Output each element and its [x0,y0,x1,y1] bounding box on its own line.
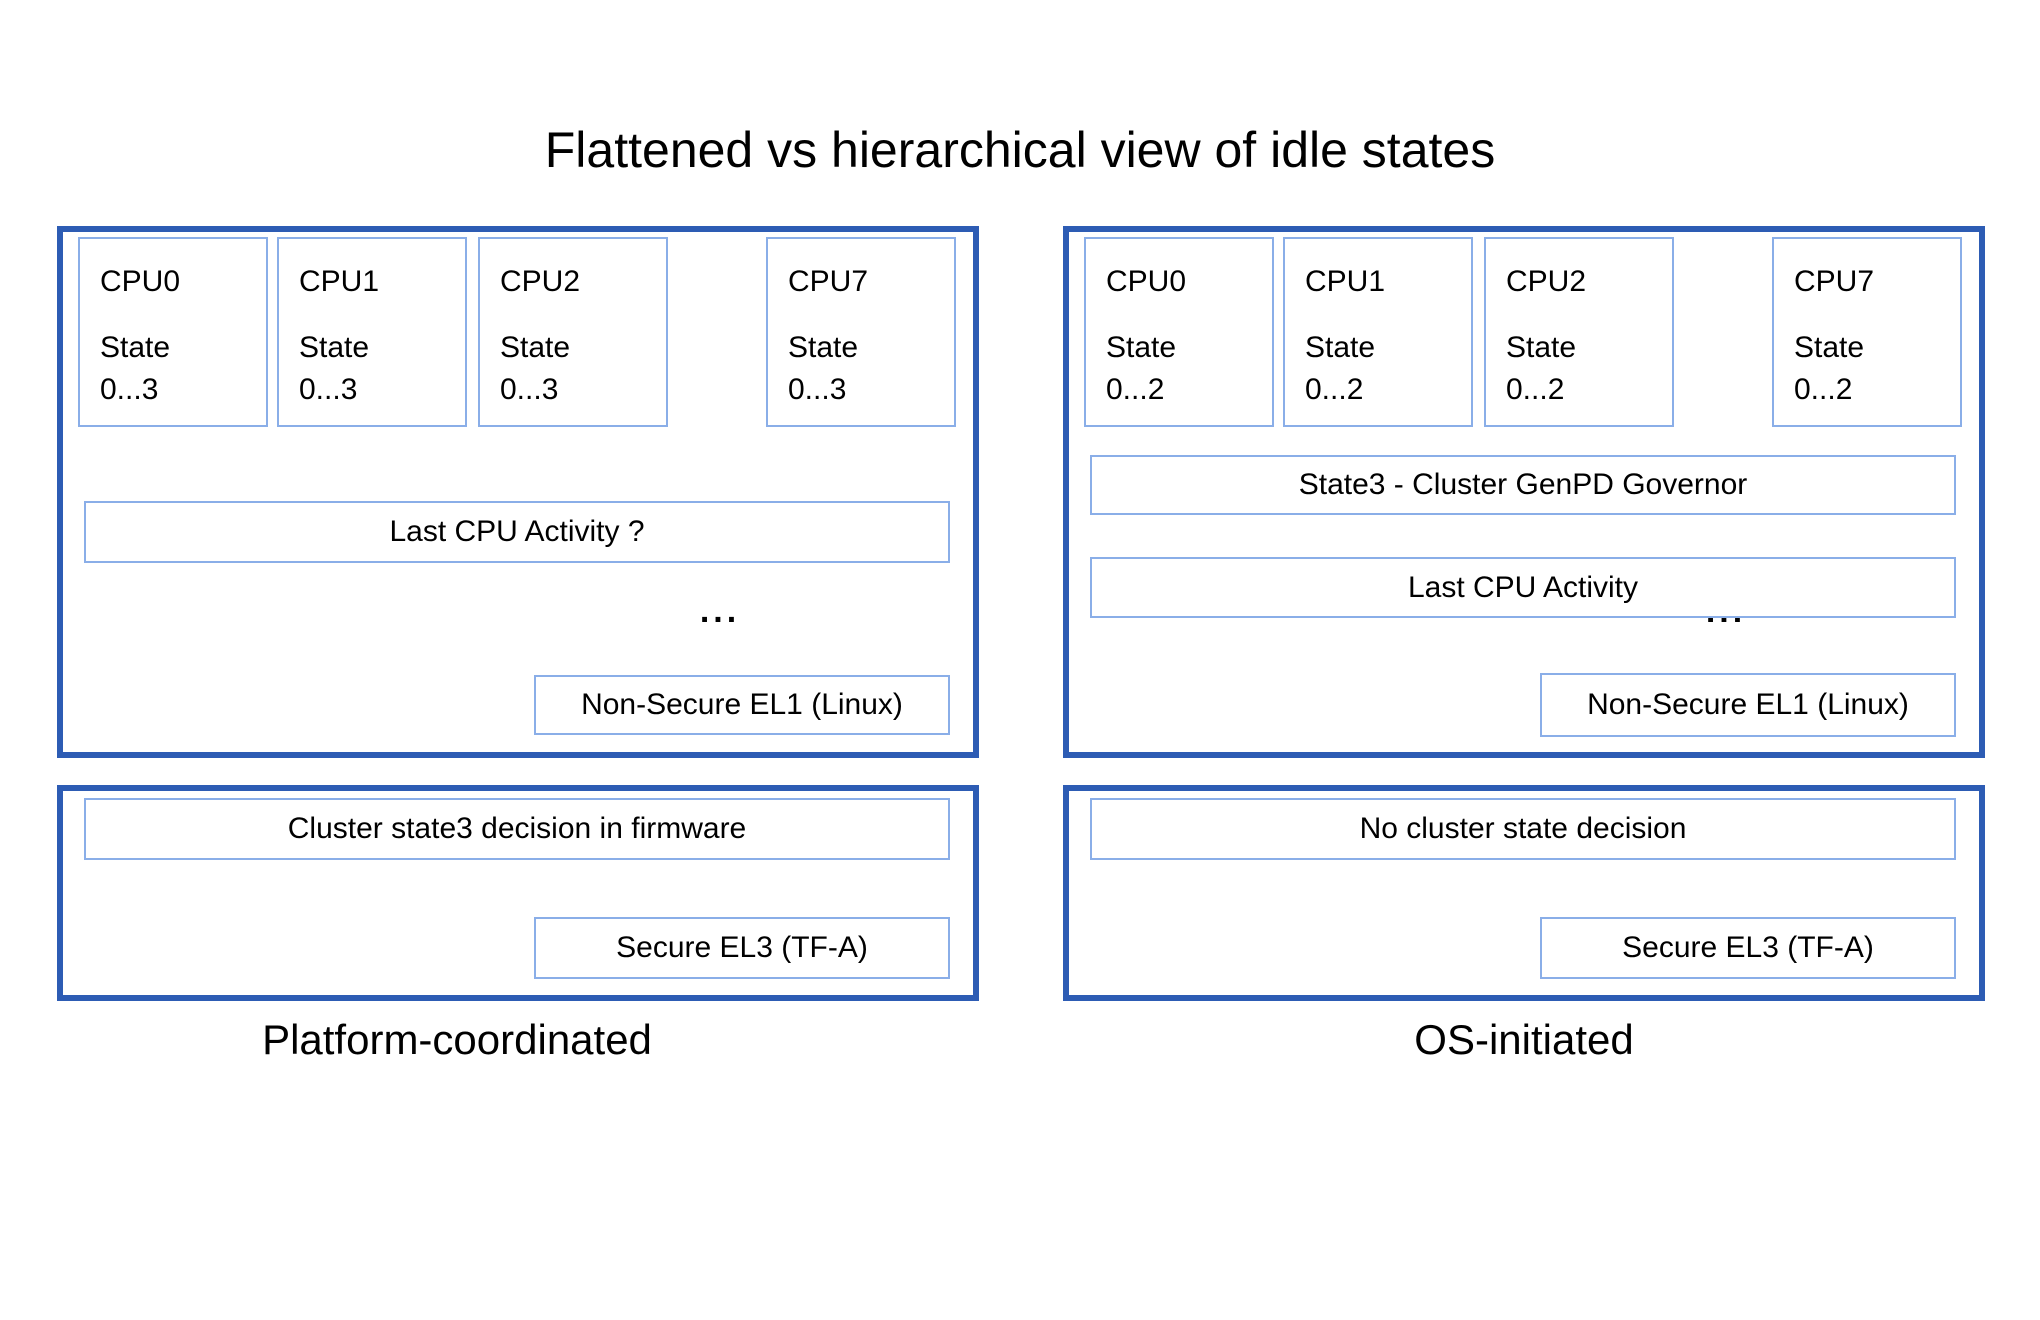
cpu-state: State 0...2 [1305,327,1465,411]
cpu-state-line1: State [1794,331,1865,364]
panel-label-os-initiated: OS-initiated [1414,1016,1634,1063]
cpu-state-line2: 0...2 [1794,373,1853,406]
os-initiated-nonsecure-container: CPU0 State 0...2 CPU1 State 0...2 CPU2 S… [1063,226,1985,758]
cpu-state: State 0...3 [100,327,260,411]
cpu-name: CPU7 [1794,265,1875,298]
platform-coordinated-secure-container: Cluster state3 decision in firmware Secu… [57,785,979,1001]
os-initiated-secure-container: No cluster state decision Secure EL3 (TF… [1063,785,1985,1001]
cpu-state-line1: State [500,331,571,364]
cpu-state-line1: State [299,331,370,364]
cpu-name: CPU1 [299,265,380,298]
osi-cpu7-box: CPU7 State 0...2 [1772,237,1962,427]
cpu-ellipsis: ... [699,592,741,630]
cluster-genpd-governor-box: State3 - Cluster GenPD Governor [1090,455,1956,515]
cpu-name: CPU7 [788,265,869,298]
cpu-name: CPU2 [1506,265,1587,298]
cpu-state: State 0...2 [1794,327,1954,411]
cpu-name: CPU0 [1106,265,1187,298]
cpu-state: State 0...2 [1506,327,1666,411]
cpu-name: CPU0 [100,265,181,298]
cpu-state-line2: 0...3 [788,373,847,406]
cpu-state-line1: State [1305,331,1376,364]
cpu-name: CPU2 [500,265,581,298]
osi-cpu1-box: CPU1 State 0...2 [1283,237,1473,427]
cpu-state-line1: State [1106,331,1177,364]
cpu-state: State 0...3 [500,327,660,411]
cluster-decision-box: Cluster state3 decision in firmware [84,798,950,860]
cpu-state-line2: 0...2 [1305,373,1364,406]
platform-coordinated-nonsecure-container: CPU0 State 0...3 CPU1 State 0...3 CPU2 S… [57,226,979,758]
last-cpu-activity-box: Last CPU Activity ? [84,501,950,563]
pc-cpu1-box: CPU1 State 0...3 [277,237,467,427]
cpu-name: CPU1 [1305,265,1386,298]
cpu-state-line2: 0...2 [1106,373,1165,406]
last-cpu-activity-box: Last CPU Activity [1090,557,1956,618]
cpu-state: State 0...3 [299,327,459,411]
panel-label-platform-coordinated: Platform-coordinated [262,1016,652,1063]
secure-el3-box: Secure EL3 (TF-A) [1540,917,1956,979]
non-secure-el1-box: Non-Secure EL1 (Linux) [1540,673,1956,737]
pc-cpu7-box: CPU7 State 0...3 [766,237,956,427]
pc-cpu2-box: CPU2 State 0...3 [478,237,668,427]
secure-el3-box: Secure EL3 (TF-A) [534,917,950,979]
cpu-state: State 0...2 [1106,327,1266,411]
cpu-state-line2: 0...3 [100,373,159,406]
pc-cpu0-box: CPU0 State 0...3 [78,237,268,427]
cluster-decision-box: No cluster state decision [1090,798,1956,860]
cpu-state-line2: 0...3 [299,373,358,406]
osi-cpu0-box: CPU0 State 0...2 [1084,237,1274,427]
cpu-state: State 0...3 [788,327,948,411]
cpu-state-line1: State [788,331,859,364]
cpu-state-line1: State [100,331,171,364]
osi-cpu2-box: CPU2 State 0...2 [1484,237,1674,427]
diagram-title: Flattened vs hierarchical view of idle s… [544,122,1496,178]
cpu-state-line2: 0...3 [500,373,559,406]
cpu-state-line1: State [1506,331,1577,364]
cpu-state-line2: 0...2 [1506,373,1565,406]
non-secure-el1-box: Non-Secure EL1 (Linux) [534,675,950,735]
